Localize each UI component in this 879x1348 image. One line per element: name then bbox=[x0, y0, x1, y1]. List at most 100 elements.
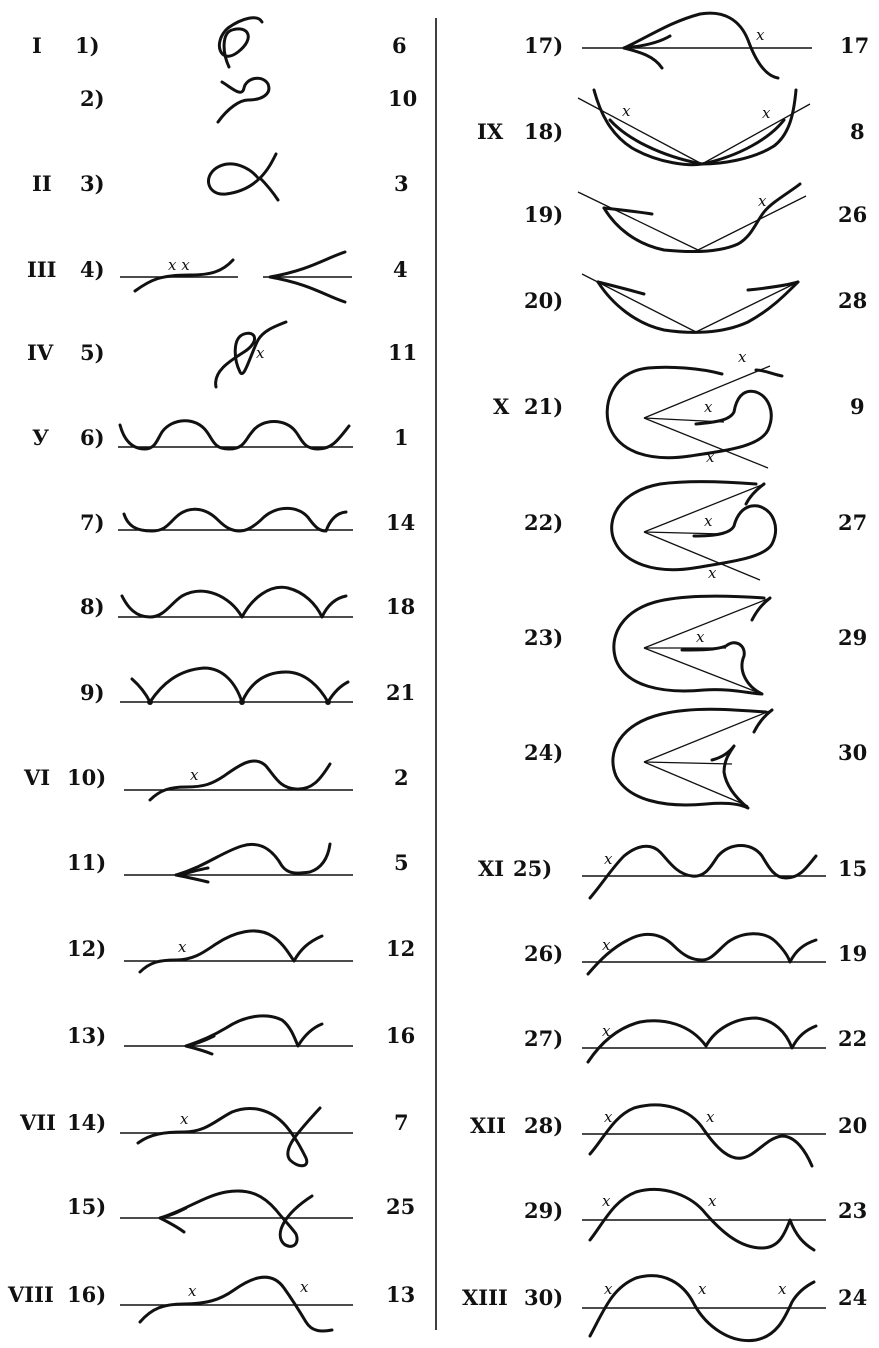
group-label-VII: VII bbox=[19, 1110, 56, 1135]
item-code-3: 3 bbox=[394, 171, 409, 196]
marker-x: x bbox=[300, 1278, 309, 1296]
group-label-IX: IX bbox=[477, 119, 504, 144]
item-code-18: 8 bbox=[850, 119, 865, 144]
curve-10: x bbox=[124, 759, 353, 802]
marker-x: x bbox=[180, 1110, 189, 1128]
marker-x: x bbox=[256, 344, 265, 362]
group-label-II: II bbox=[32, 171, 52, 196]
marker-x: x bbox=[778, 1280, 787, 1298]
item-code-5: 11 bbox=[388, 340, 417, 365]
marker-x: x bbox=[188, 1282, 197, 1300]
group-label-III: III bbox=[27, 257, 56, 282]
item-code-8: 18 bbox=[386, 594, 415, 619]
curve-22: x x bbox=[610, 480, 777, 582]
item-label-9: 9) bbox=[80, 680, 105, 705]
item-label-1: 1) bbox=[75, 33, 100, 58]
group-label-VI: VI bbox=[23, 765, 50, 790]
item-label-22: 22) bbox=[524, 510, 563, 535]
item-label-8: 8) bbox=[80, 594, 105, 619]
item-label-25: 25) bbox=[513, 856, 552, 881]
item-code-1: 6 bbox=[392, 33, 407, 58]
curve-20 bbox=[581, 273, 800, 334]
marker-x: x bbox=[708, 1192, 717, 1210]
group-label-I: I bbox=[32, 33, 42, 58]
item-label-12: 12) bbox=[67, 936, 106, 961]
marker-x: x bbox=[602, 1192, 611, 1210]
curve-4: x x bbox=[120, 250, 352, 304]
item-label-2: 2) bbox=[80, 86, 105, 111]
item-label-15: 15) bbox=[67, 1194, 106, 1219]
item-code-29: 23 bbox=[838, 1198, 867, 1223]
curve-30: x x x bbox=[582, 1274, 826, 1343]
item-code-24: 30 bbox=[838, 740, 867, 765]
curve-21: x x x bbox=[605, 348, 784, 469]
item-code-14: 7 bbox=[394, 1110, 409, 1135]
item-code-23: 29 bbox=[838, 625, 867, 650]
item-label-27: 27) bbox=[524, 1026, 563, 1051]
item-label-21: 21) bbox=[524, 394, 563, 419]
group-label-XII: XII bbox=[470, 1113, 506, 1138]
item-code-10: 2 bbox=[394, 765, 409, 790]
item-code-15: 25 bbox=[386, 1194, 415, 1219]
curve-5: x bbox=[214, 320, 288, 389]
item-label-20: 20) bbox=[524, 288, 563, 313]
curve-14: x bbox=[120, 1106, 353, 1168]
curve-12: x bbox=[124, 929, 353, 974]
curve-16: x x bbox=[120, 1275, 353, 1333]
curve-17: x bbox=[582, 11, 812, 80]
item-code-11: 5 bbox=[394, 850, 409, 875]
item-label-5: 5) bbox=[80, 340, 105, 365]
marker-x: x bbox=[696, 628, 705, 646]
curve-9 bbox=[120, 666, 353, 705]
item-code-16: 13 bbox=[386, 1282, 415, 1307]
item-label-17: 17) bbox=[524, 33, 563, 58]
marker-x: x bbox=[602, 1022, 611, 1040]
group-label-X: X bbox=[493, 394, 510, 419]
item-label-16: 16) bbox=[67, 1282, 106, 1307]
item-code-22: 27 bbox=[838, 510, 867, 535]
item-label-13: 13) bbox=[67, 1023, 106, 1048]
curve-26: x bbox=[582, 932, 826, 976]
curve-25: x bbox=[582, 844, 826, 900]
marker-x: x bbox=[708, 564, 717, 582]
item-code-4: 4 bbox=[393, 257, 408, 282]
item-label-3: 3) bbox=[80, 171, 105, 196]
marker-x: x bbox=[602, 936, 611, 954]
item-code-30: 24 bbox=[838, 1285, 867, 1310]
item-code-13: 16 bbox=[386, 1023, 415, 1048]
group-label-VIII: VIII bbox=[7, 1282, 54, 1307]
curve-7 bbox=[118, 506, 353, 533]
item-code-25: 15 bbox=[838, 856, 867, 881]
item-code-19: 26 bbox=[838, 202, 867, 227]
marker-x: x bbox=[706, 448, 715, 466]
item-label-6: 6) bbox=[80, 425, 105, 450]
item-code-28: 20 bbox=[838, 1113, 867, 1138]
item-code-6: 1 bbox=[394, 425, 409, 450]
item-code-7: 14 bbox=[386, 510, 415, 535]
marker-x: x bbox=[698, 1280, 707, 1298]
group-label-IV: IV bbox=[27, 340, 54, 365]
marker-x: x bbox=[756, 26, 765, 44]
item-label-24: 24) bbox=[524, 740, 563, 765]
curve-19: x bbox=[577, 182, 807, 254]
group-label-XIII: XIII bbox=[462, 1285, 508, 1310]
curve-11 bbox=[124, 842, 353, 884]
item-label-26: 26) bbox=[524, 941, 563, 966]
marker-x: x bbox=[758, 192, 767, 210]
item-label-4: 4) bbox=[80, 257, 105, 282]
curve-29: x x bbox=[582, 1187, 826, 1252]
left-column-labels: I 1) 6 2) 10 II 3) 3 III 4) 4 IV 5) 11 У… bbox=[7, 33, 417, 1307]
marker-x: x bbox=[706, 1108, 715, 1126]
item-code-9: 21 bbox=[386, 680, 415, 705]
marker-x: x bbox=[704, 398, 713, 416]
item-code-12: 12 bbox=[386, 936, 415, 961]
marker-x: x bbox=[604, 1280, 613, 1298]
group-label-XI: XI bbox=[478, 856, 504, 881]
group-label-V: У bbox=[32, 425, 49, 450]
item-code-27: 22 bbox=[838, 1026, 867, 1051]
marker-xx: x x bbox=[168, 256, 190, 274]
item-code-21: 9 bbox=[850, 394, 865, 419]
item-label-30: 30) bbox=[524, 1285, 563, 1310]
marker-x: x bbox=[178, 938, 187, 956]
